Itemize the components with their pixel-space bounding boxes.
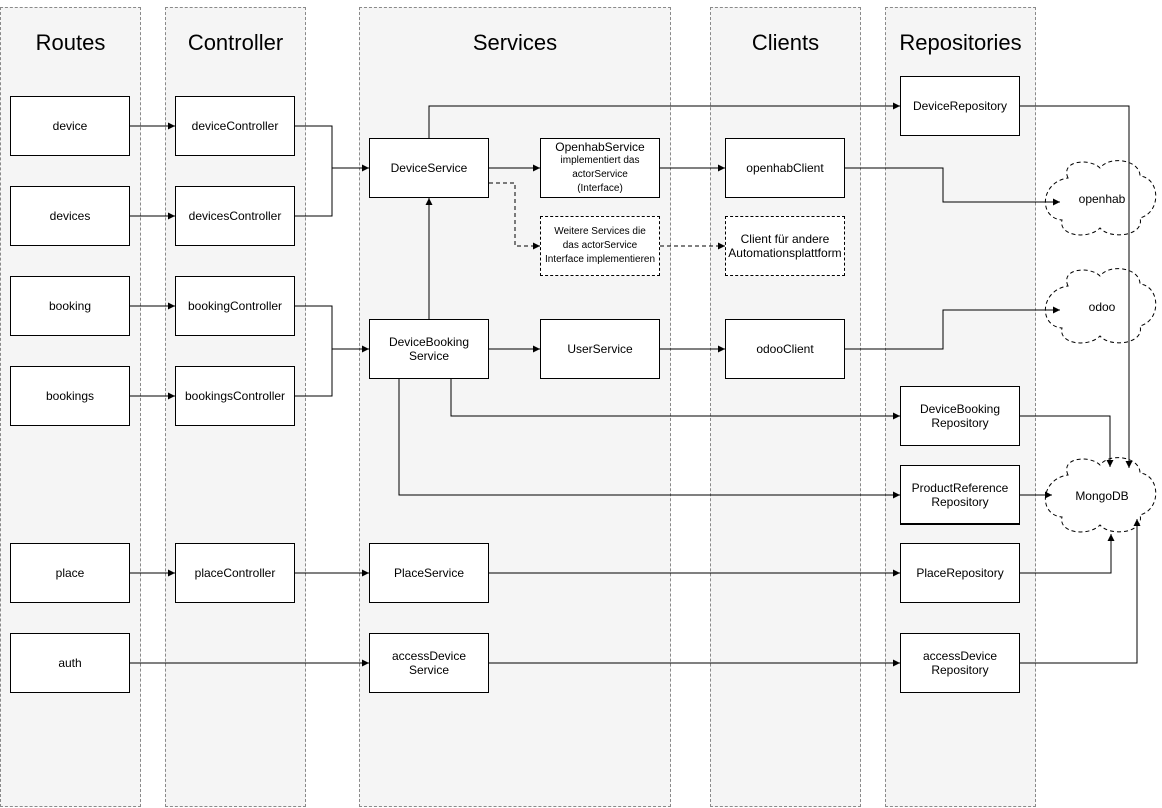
- edge-bookingcontroller-to-service: [295, 305, 369, 353]
- edge-accessdevicerepo-to-mongo: [1020, 519, 1141, 664]
- service-access-device: accessDevice Service: [369, 633, 489, 693]
- service-openhab-title: OpenhabService: [555, 140, 645, 154]
- odoo-cloud: [1045, 268, 1157, 344]
- edge-devicecontroller-to-service: [295, 125, 369, 172]
- service-openhab-subtitle: implementiert das actorService (Interfac…: [560, 155, 640, 194]
- lane-title-routes: Routes: [35, 30, 106, 55]
- service-openhab: OpenhabService implementiert das actorSe…: [540, 138, 660, 198]
- repo-device: DeviceRepository: [900, 76, 1020, 136]
- service-weitere: Weitere Services die das actorService In…: [540, 216, 660, 276]
- edge-deviceservice-to-weitere: [489, 182, 540, 250]
- edge-devicebookingrepo-to-mongo: [1020, 415, 1114, 467]
- lane-title-repositories: Repositories: [899, 30, 1022, 55]
- edge-devicescontroller-to-service: [295, 168, 333, 217]
- lane-title-clients: Clients: [751, 30, 820, 55]
- mongodb-label: MongoDB: [1075, 489, 1129, 503]
- repo-device-booking: DeviceBooking Repository: [900, 386, 1020, 446]
- edge-devicebooking-to-productref: [398, 379, 900, 499]
- edge-bookingscontroller-to-service: [295, 349, 333, 397]
- route-device: device: [10, 96, 130, 156]
- edge-devicerepo-to-mongo: [1020, 105, 1133, 468]
- controller-bookings: bookingsController: [175, 366, 295, 426]
- edge-odooclient-to-cloud: [845, 306, 1060, 350]
- mongodb-cloud: [1045, 457, 1157, 533]
- route-booking: booking: [10, 276, 130, 336]
- controller-devices: devicesController: [175, 186, 295, 246]
- controller-place: placeController: [175, 543, 295, 603]
- edge-openhabclient-to-cloud: [845, 167, 1060, 206]
- service-place: PlaceService: [369, 543, 489, 603]
- client-andere: Client für andere Automationsplattform: [725, 216, 845, 276]
- controller-device: deviceController: [175, 96, 295, 156]
- edge-placerepo-to-mongo: [1020, 534, 1115, 574]
- service-device: DeviceService: [369, 138, 489, 198]
- route-auth: auth: [10, 633, 130, 693]
- service-user: UserService: [540, 319, 660, 379]
- lane-title-services: Services: [472, 30, 558, 55]
- client-odoo: odooClient: [725, 319, 845, 379]
- odoo-label: odoo: [1088, 300, 1116, 314]
- openhab-cloud: [1045, 160, 1157, 236]
- route-devices: devices: [10, 186, 130, 246]
- client-openhab: openhabClient: [725, 138, 845, 198]
- edge-devicebooking-to-repo: [450, 379, 900, 420]
- openhab-label: openhab: [1078, 192, 1126, 206]
- route-bookings: bookings: [10, 366, 130, 426]
- repo-place: PlaceRepository: [900, 543, 1020, 603]
- repo-access-device: accessDevice Repository: [900, 633, 1020, 693]
- route-place: place: [10, 543, 130, 603]
- repo-product-reference: ProductReference Repository: [900, 465, 1020, 525]
- lane-title-controller: Controller: [187, 30, 284, 55]
- edge-deviceservice-to-repo: [428, 102, 900, 138]
- service-device-booking: DeviceBooking Service: [369, 319, 489, 379]
- controller-booking: bookingController: [175, 276, 295, 336]
